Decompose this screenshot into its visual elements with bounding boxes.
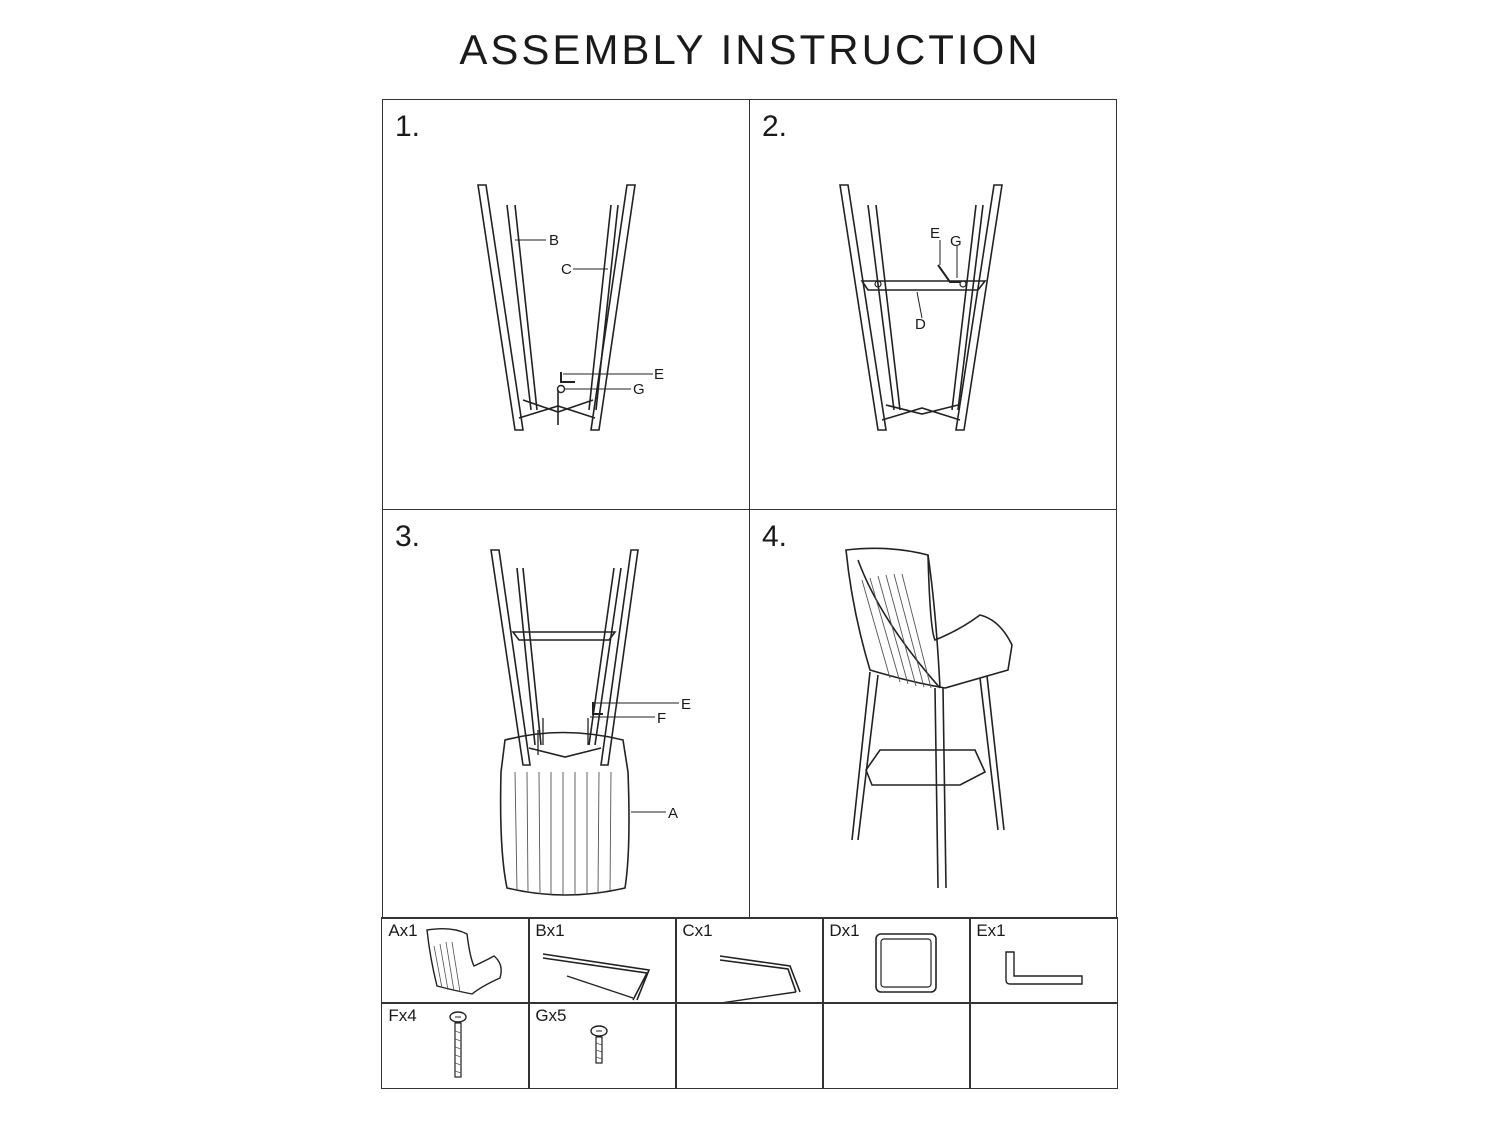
leg-frames-with-footrest: [839, 184, 1003, 431]
allen-key-icon: [592, 702, 603, 715]
callout-d: D: [915, 316, 926, 333]
callout-b: B: [549, 232, 559, 249]
callout-g: G: [633, 381, 645, 398]
leg-frames-upside-down: [477, 184, 636, 431]
seat-pleats: [514, 771, 612, 896]
part-e-label: Ex1: [976, 921, 1006, 941]
step-3-panel: 3.: [382, 509, 750, 919]
part-a-cell: Ax1: [381, 917, 530, 1004]
bolts-f: [537, 718, 589, 755]
callout-e: E: [654, 366, 664, 383]
callout-e: E: [930, 225, 940, 242]
bolt-g-icon: [556, 384, 566, 394]
part-d-label: Dx1: [829, 921, 860, 941]
instruction-sheet: 1. B C E G 2.: [381, 99, 1118, 1089]
leg-frame-c-icon: [716, 955, 802, 1004]
footrest-ring-icon: [875, 933, 938, 994]
seat-shell-upside-down: [499, 731, 630, 896]
callout-c: C: [561, 261, 572, 278]
part-g-label: Gx5: [535, 1006, 567, 1026]
step-3-number: 3.: [395, 520, 421, 553]
step-3-illustration: E F A: [490, 549, 691, 896]
short-bolt-icon: [590, 1025, 609, 1064]
part-b-cell: Bx1: [528, 917, 677, 1004]
step-4-panel: 4.: [749, 509, 1117, 919]
assembled-bar-stool: [845, 547, 1013, 889]
part-b-label: Bx1: [535, 921, 565, 941]
step-2-illustration: E G D: [839, 184, 1003, 431]
leg-frame-b-icon: [543, 953, 651, 1001]
callout-f: F: [657, 710, 666, 727]
empty-part-cell: [969, 1002, 1118, 1089]
step-1-number: 1.: [395, 110, 421, 143]
part-f-label: Fx4: [388, 1006, 417, 1026]
part-f-cell: Fx4: [381, 1002, 530, 1089]
empty-part-cell: [822, 1002, 971, 1089]
step-2-panel: 2. E G D: [749, 99, 1117, 510]
frame-upside-down: [490, 549, 639, 766]
allen-key-icon: [1005, 951, 1084, 986]
step-2-number: 2.: [762, 110, 788, 143]
callout-lines: [515, 239, 653, 390]
callout-lines: [916, 240, 958, 319]
allen-key-icon: [937, 264, 960, 283]
empty-part-cell: [675, 1002, 824, 1089]
part-c-label: Cx1: [682, 921, 713, 941]
callout-a: A: [668, 805, 678, 822]
step-4-number: 4.: [762, 520, 788, 553]
callout-g: G: [950, 233, 962, 250]
callout-lines: [590, 702, 679, 813]
part-d-cell: Dx1: [822, 917, 971, 1004]
step-1-illustration: B C E G: [477, 184, 664, 431]
long-bolt-icon: [449, 1011, 468, 1078]
part-c-cell: Cx1: [675, 917, 824, 1004]
seat-shell-icon: [426, 928, 503, 996]
part-g-cell: Gx5: [528, 1002, 677, 1089]
callout-e: E: [681, 696, 691, 713]
allen-key-icon: [560, 372, 575, 383]
step-1-panel: 1. B C E G: [382, 99, 750, 510]
seat-pleats: [861, 573, 932, 689]
step-4-illustration: [845, 547, 1013, 889]
page-title: ASSEMBLY INSTRUCTION: [459, 26, 1041, 73]
part-a-label: Ax1: [388, 921, 418, 941]
part-e-cell: Ex1: [969, 917, 1118, 1004]
parts-list: Ax1 Bx1 Cx1 Dx1: [381, 917, 1118, 1089]
